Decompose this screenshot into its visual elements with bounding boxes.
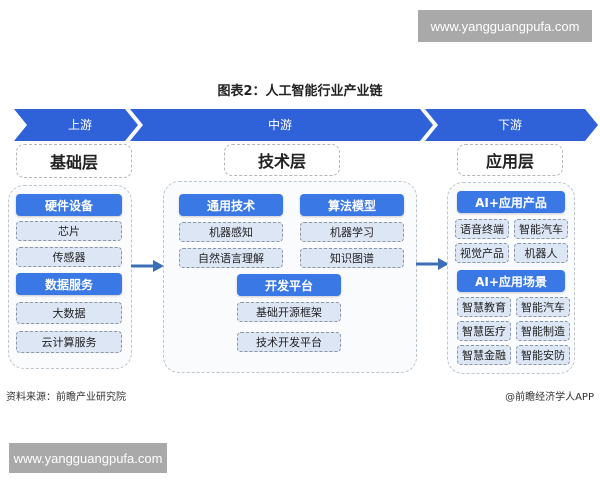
layer-title-foundation: 基础层 (16, 144, 132, 178)
right-arrow-icon (416, 258, 449, 270)
source-note: 资料来源：前瞻产业研究院 (6, 392, 126, 403)
item-sensor: 传感器 (16, 247, 122, 267)
chart-title: 图表2：人工智能行业产业链 (217, 84, 383, 99)
upstream-panel: 硬件设备 芯片 传感器 数据服务 大数据 云计算服务 (8, 185, 132, 369)
banner-downstream-label: 下游 (497, 118, 522, 132)
group-header-general-tech: 通用技术 (179, 194, 283, 216)
watermark-top: www.yangguangpufa.com (418, 10, 592, 42)
layer-title-technology: 技术层 (224, 144, 340, 176)
item-nlu: 自然语言理解 (179, 248, 283, 268)
layer-title-application: 应用层 (457, 144, 563, 176)
group-header-hardware: 硬件设备 (16, 194, 122, 216)
downstream-panel: AI+应用产品 语音终端 智能汽车 视觉产品 机器人 AI+应用场景 智慧教育 … (447, 182, 575, 374)
item-smart-car-scenario: 智能汽车 (516, 297, 570, 317)
item-smart-manufacturing: 智能制造 (516, 321, 570, 341)
group-header-dev-platform: 开发平台 (237, 274, 341, 296)
chevron-banner-shape (14, 109, 598, 141)
item-machine-perception: 机器感知 (179, 222, 283, 242)
item-chip: 芯片 (16, 221, 122, 241)
item-smart-education: 智慧教育 (457, 297, 511, 317)
right-arrow-icon (131, 260, 164, 272)
item-tech-dev-platform: 技术开发平台 (237, 332, 341, 352)
item-voice-terminal: 语音终端 (455, 219, 509, 239)
item-big-data: 大数据 (16, 302, 122, 324)
item-cloud-computing: 云计算服务 (16, 331, 122, 353)
watermark-bottom: www.yangguangpufa.com (9, 443, 167, 473)
group-header-ai-scenarios: AI+应用场景 (457, 270, 565, 292)
item-open-source-framework: 基础开源框架 (237, 302, 341, 322)
group-header-data-services: 数据服务 (16, 273, 122, 295)
banner-upstream-label: 上游 (67, 118, 92, 132)
item-smart-healthcare: 智慧医疗 (457, 321, 511, 341)
credit-note: @前瞻经济学人APP (505, 392, 594, 403)
banner-midstream-label: 中游 (267, 118, 292, 132)
item-knowledge-graph: 知识图谱 (300, 248, 404, 268)
item-machine-learning: 机器学习 (300, 222, 404, 242)
item-smart-finance: 智慧金融 (457, 345, 511, 365)
midstream-panel: 通用技术 机器感知 自然语言理解 算法模型 机器学习 知识图谱 开发平台 基础开… (163, 181, 417, 373)
item-smart-car: 智能汽车 (514, 219, 568, 239)
group-header-ai-products: AI+应用产品 (457, 191, 565, 213)
item-vision-products: 视觉产品 (455, 243, 509, 263)
group-header-algorithm-models: 算法模型 (300, 194, 404, 216)
item-robot: 机器人 (514, 243, 568, 263)
value-chain-banner: 上游 中游 下游 (0, 109, 600, 141)
item-smart-security: 智能安防 (516, 345, 570, 365)
